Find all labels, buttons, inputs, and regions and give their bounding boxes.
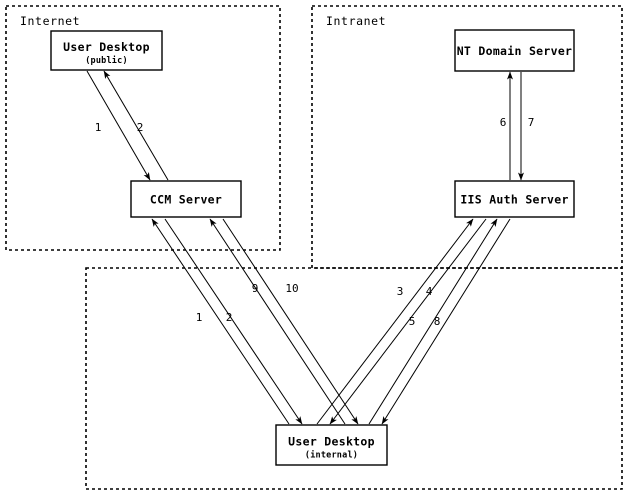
node-title-user-desktop-internal: User Desktop [288,435,375,449]
node-user-desktop-public[interactable]: User Desktop(public) [50,30,163,71]
node-title-iis-auth-server: IIS Auth Server [460,193,568,207]
node-box-nt-domain-server[interactable] [454,29,575,72]
node-user-desktop-internal[interactable]: User Desktop(internal) [275,424,388,466]
zone-internet: Internet [5,5,281,251]
node-box-user-desktop-public[interactable] [50,30,163,71]
flow-arrow-4 [329,218,487,425]
step-label-3: 3 [397,285,404,298]
node-subtitle-user-desktop-internal: (internal) [305,450,358,461]
zone-boundary-internet [5,5,281,251]
step-label-2: 2 [137,121,144,134]
zone-boundaries: Internet Intranet [5,5,623,490]
step-label-4: 4 [426,285,433,298]
flow-arrow-5 [368,218,498,425]
node-box-ccm-server[interactable] [130,180,242,218]
node-iis-auth-server[interactable]: IIS Auth Server [454,180,575,218]
step-label-2b: 2 [226,311,233,324]
node-subtitle-user-desktop-public: (public) [85,55,128,66]
step-label-9: 9 [252,282,259,295]
flow-arrow-1b [151,218,290,425]
flow-arrow-9 [209,218,346,425]
step-label-10: 10 [285,282,298,295]
zone-label-internet: Internet [20,14,80,28]
node-title-ccm-server: CCM Server [150,193,222,207]
flow-arrow-2b [164,218,303,425]
step-label-8: 8 [434,315,441,328]
flow-arrow-2 [103,70,169,181]
flow-arrow-3 [316,218,474,425]
node-box-user-desktop-internal[interactable] [275,424,388,466]
node-ccm-server[interactable]: CCM Server [130,180,242,218]
step-label-7: 7 [528,116,535,129]
node-title-user-desktop-public: User Desktop [63,40,150,54]
flow-arrow-1 [86,70,151,181]
flow-arrows [86,70,524,425]
zone-label-intranet: Intranet [326,14,386,28]
step-label-1: 1 [95,121,102,134]
flow-arrow-10 [222,218,359,425]
node-nt-domain-server[interactable]: NT Domain Server [454,29,575,72]
step-label-6: 6 [500,116,507,129]
node-title-nt-domain-server: NT Domain Server [457,44,573,58]
flow-arrow-8 [381,218,511,425]
step-label-5: 5 [409,315,416,328]
node-box-iis-auth-server[interactable] [454,180,575,218]
step-number-labels: 1 2 6 7 1 2 9 10 3 4 5 8 [95,116,535,328]
step-label-1b: 1 [196,311,203,324]
